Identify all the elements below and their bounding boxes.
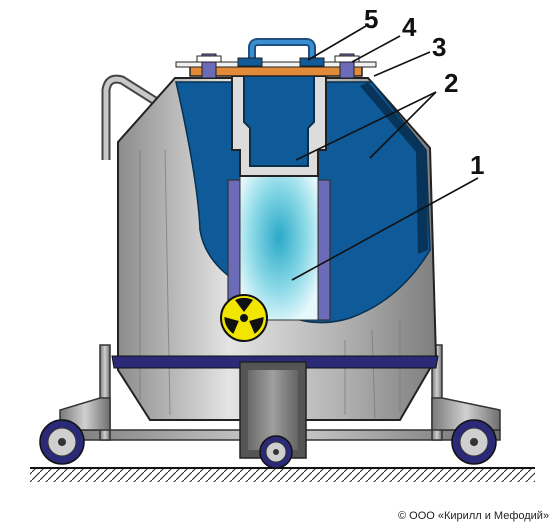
callout-label-3: 3: [432, 32, 447, 62]
callout-label-4: 4: [402, 12, 417, 42]
cart-wheels: [39, 419, 497, 469]
callout-label-1: 1: [470, 150, 485, 180]
lid-bolts: [196, 53, 360, 79]
copyright-notice: © ООО «Кирилл и Мефодий»: [398, 510, 550, 522]
radiation-trefoil-icon: [220, 294, 268, 342]
ground-line: [30, 467, 535, 482]
callout-leader-lines: [291, 25, 479, 281]
shielding-plug: [243, 69, 315, 167]
callout-label-2: 2: [444, 68, 459, 98]
cavity-wall-right: [317, 179, 331, 321]
callout-label-5: 5: [364, 4, 379, 34]
